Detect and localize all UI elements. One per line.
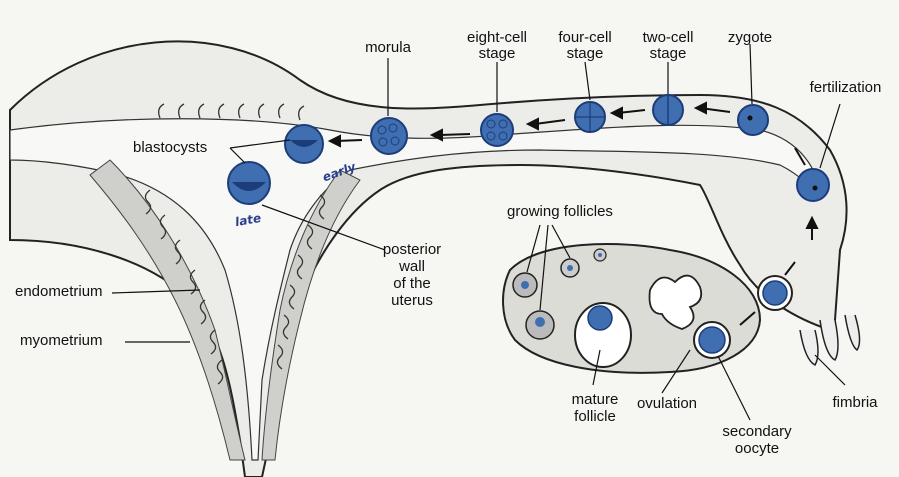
secondary-oocyte-cell (694, 322, 730, 358)
zygote-cell (738, 105, 768, 135)
label-two-cell-1: two-cell (633, 30, 703, 46)
label-secondary-1: secondary (712, 424, 802, 440)
label-four-cell-1: four-cell (545, 30, 625, 46)
label-ovulation: ovulation (622, 396, 712, 412)
four-cell-cell (575, 102, 605, 132)
label-blastocysts: blastocysts (133, 140, 207, 156)
label-eight-cell-1: eight-cell (452, 30, 542, 46)
label-growing-follicles: growing follicles (490, 204, 630, 220)
two-cell-cell (653, 95, 683, 125)
eight-cell-cell (481, 114, 513, 146)
label-posterior-3: of the (372, 276, 452, 292)
label-eight-cell-2: stage (452, 46, 542, 62)
label-endometrium: endometrium (15, 284, 103, 300)
label-morula: morula (358, 40, 418, 56)
morula-cell (371, 118, 407, 154)
label-two-cell-2: stage (633, 46, 703, 62)
mature-follicle-shape (575, 303, 631, 367)
label-zygote: zygote (720, 30, 780, 46)
label-posterior-2: wall (372, 259, 452, 275)
label-fimbria: fimbria (825, 395, 885, 411)
label-posterior-4: uterus (372, 293, 452, 309)
label-posterior-1: posterior (372, 242, 452, 258)
oocyte-in-fimbria (758, 276, 792, 310)
early-blastocyst-cell (285, 125, 323, 163)
label-four-cell-2: stage (545, 46, 625, 62)
late-blastocyst-cell (228, 162, 270, 204)
label-fertilization: fertilization (798, 80, 893, 96)
label-myometrium: myometrium (20, 333, 103, 349)
fertilization-cell (797, 169, 829, 201)
label-secondary-2: oocyte (712, 441, 802, 457)
